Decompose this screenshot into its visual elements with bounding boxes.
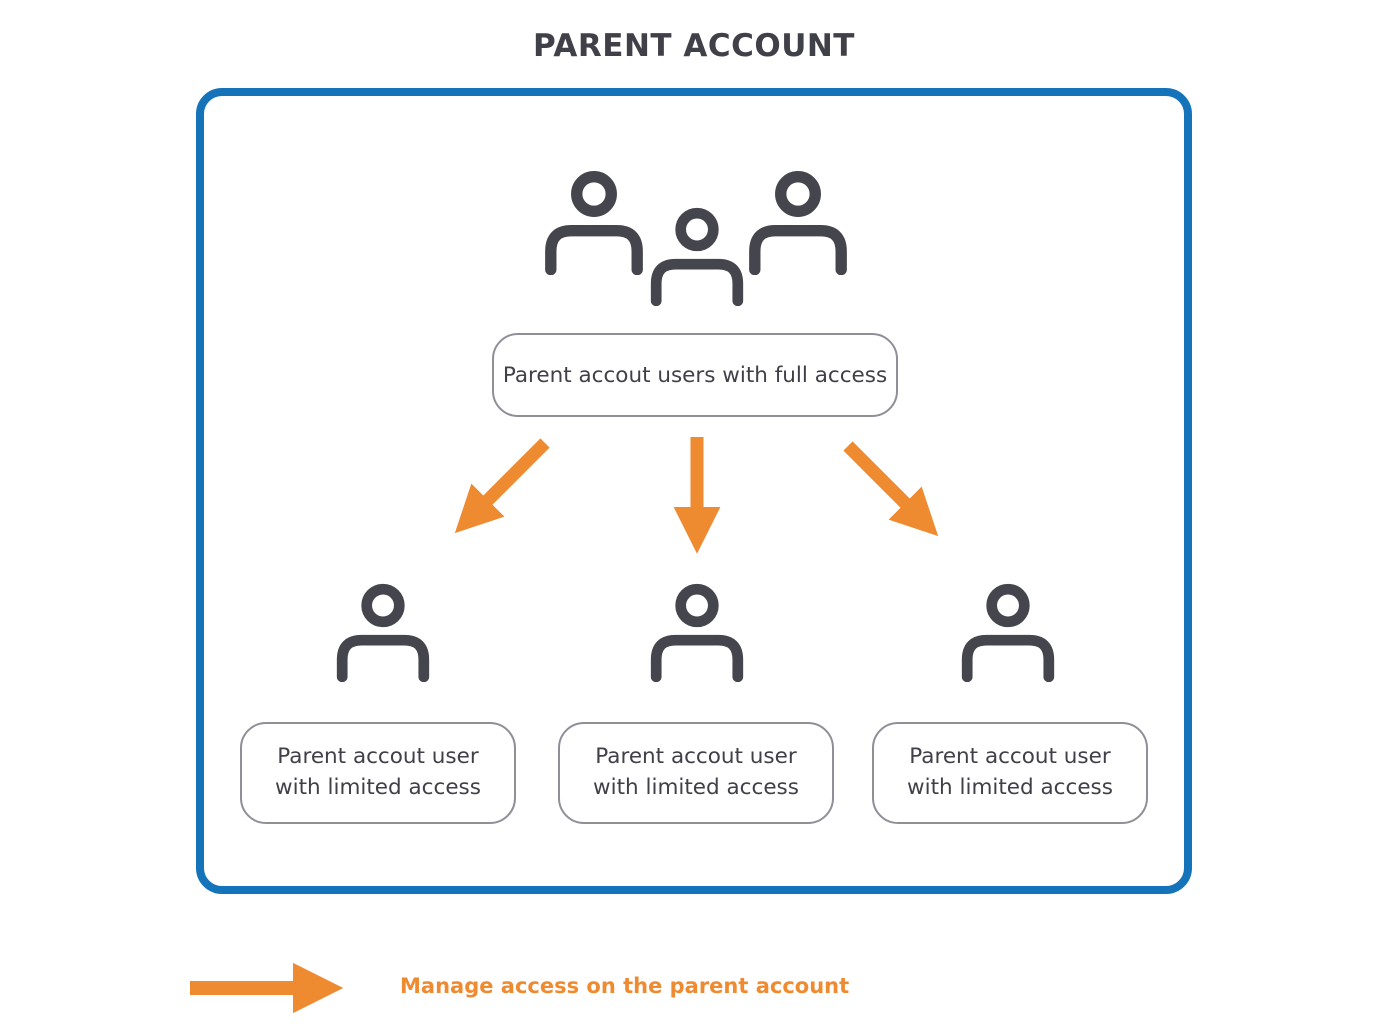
users-group-icon-member-left <box>540 167 648 279</box>
page-title: PARENT ACCOUNT <box>533 28 855 64</box>
limited-access-label-line1: Parent accout user <box>595 744 797 770</box>
limited-access-label-line2: with limited access <box>907 775 1113 800</box>
legend-label: Manage access on the parent account <box>400 974 850 998</box>
user-icon <box>646 580 748 686</box>
limited-access-box: Parent accout user with limited access <box>872 722 1148 824</box>
user-icon <box>957 580 1059 686</box>
users-group-icon-member-right <box>744 167 852 279</box>
limited-access-box: Parent accout user with limited access <box>240 722 516 824</box>
limited-access-box: Parent accout user with limited access <box>558 722 834 824</box>
users-group-icon-member-center <box>646 204 748 310</box>
limited-access-label-line2: with limited access <box>593 775 799 800</box>
full-access-label: Parent accout users with full access <box>502 362 888 388</box>
limited-access-label-line2: with limited access <box>275 775 481 800</box>
limited-access-label-line1: Parent accout user <box>909 744 1111 770</box>
user-icon <box>332 580 434 686</box>
full-access-box: Parent accout users with full access <box>492 333 898 417</box>
limited-access-label-line1: Parent accout user <box>277 744 479 770</box>
